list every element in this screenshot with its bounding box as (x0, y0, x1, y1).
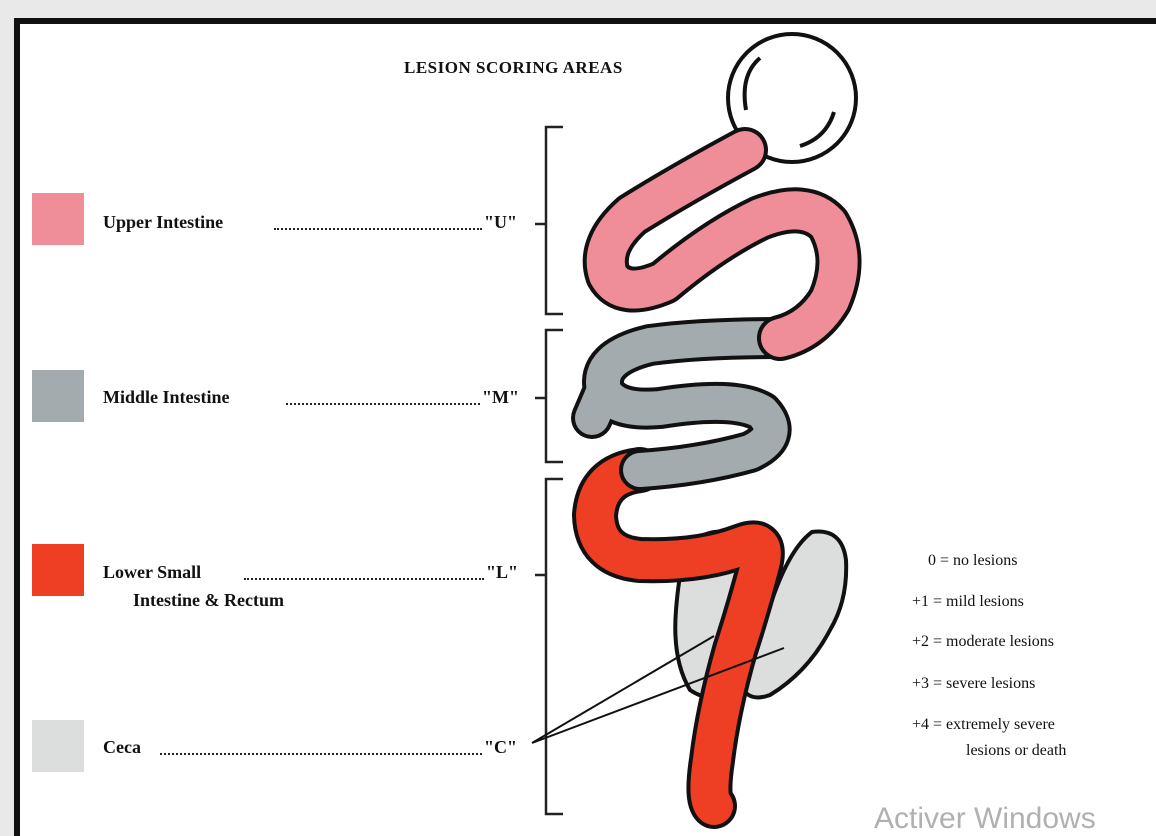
bracket-upper (535, 127, 563, 314)
bracket-middle (535, 330, 563, 462)
score-2: +2 = moderate lesions (912, 633, 1054, 651)
bracket-lower (535, 479, 563, 814)
score-0: 0 = no lesions (928, 552, 1017, 570)
os-activation-watermark: Activer Windows (874, 802, 1096, 836)
score-4-continued: lesions or death (966, 742, 1066, 760)
score-1: +1 = mild lesions (912, 593, 1024, 611)
score-3: +3 = severe lesions (912, 675, 1035, 693)
score-4: +4 = extremely severe (912, 716, 1055, 734)
